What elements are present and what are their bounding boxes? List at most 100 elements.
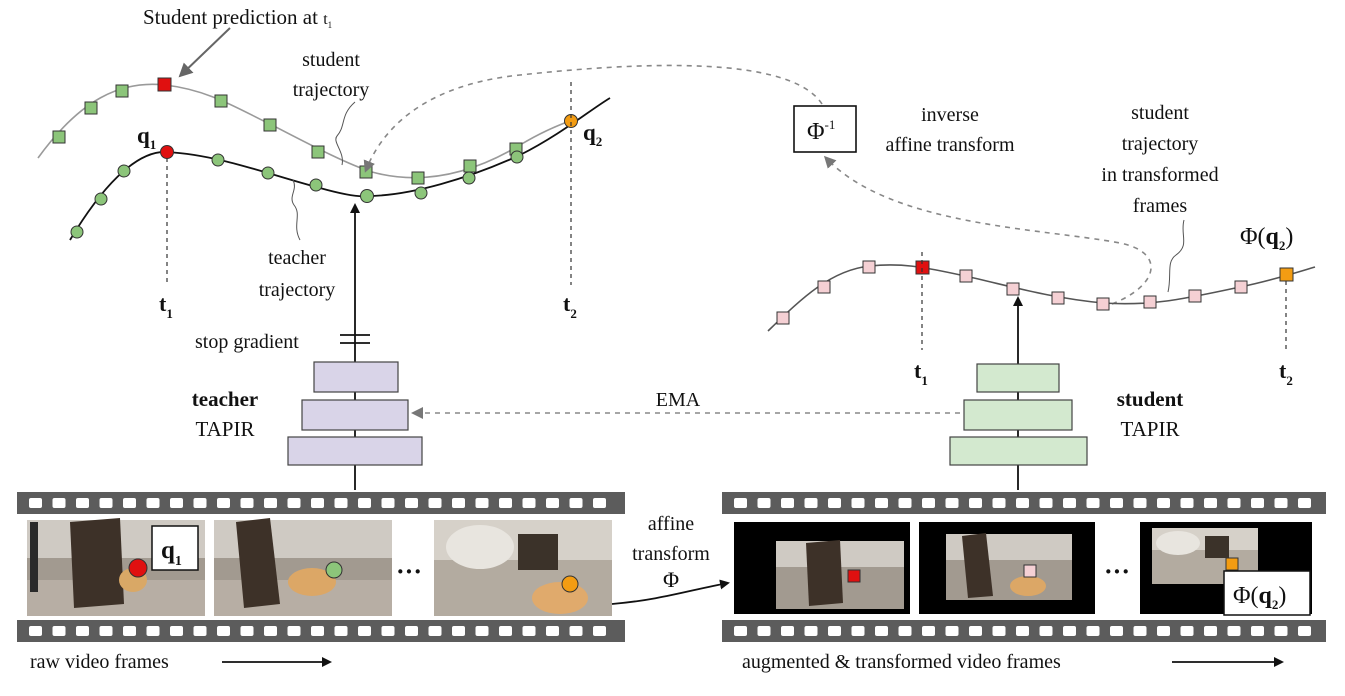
film-perforation — [569, 626, 583, 636]
film-perforation — [29, 498, 42, 508]
film-perforation — [99, 626, 113, 636]
film-perforation — [405, 498, 418, 508]
film-perforation — [1204, 498, 1217, 508]
film-perforation — [287, 498, 301, 508]
phi-q2-label: Φ(q2) — [1240, 224, 1293, 253]
film-perforation — [123, 626, 136, 636]
film-perforation — [99, 498, 113, 508]
student-trajectory-label-1: student — [302, 49, 360, 71]
aug-frame-1 — [734, 522, 910, 614]
film-perforation — [170, 498, 183, 508]
film-perforation — [734, 498, 747, 508]
raw-frames: q1 ··· — [27, 518, 612, 616]
augmented-frames: Φ(q2) ··· — [734, 522, 1312, 616]
t1-label: t1 — [159, 291, 173, 321]
film-perforation — [264, 498, 277, 508]
film-perforation — [170, 626, 183, 636]
teacher-layer-2 — [301, 399, 409, 431]
teacher-trajectory-label-1: teacher — [268, 247, 326, 269]
student-layer-3 — [949, 436, 1088, 466]
film-perforation — [146, 498, 160, 508]
film-perforation — [945, 498, 959, 508]
aug-frame-3: Φ(q2) — [1140, 522, 1312, 616]
film-perforation — [969, 626, 982, 636]
film-perforation — [1039, 498, 1053, 508]
film-perforation — [992, 626, 1006, 636]
film-perforation — [1063, 626, 1076, 636]
right-traj-label-1: student — [1131, 102, 1189, 124]
film-perforation — [546, 498, 559, 508]
film-perforation — [1274, 498, 1288, 508]
film-perforation — [1063, 498, 1076, 508]
film-perforation — [1180, 626, 1194, 636]
aug-ellipsis: ··· — [1104, 557, 1130, 586]
film-perforation — [828, 626, 841, 636]
raw-film-strip — [17, 492, 625, 642]
film-perforation — [757, 626, 771, 636]
film-perforation — [898, 498, 912, 508]
film-perforation — [757, 498, 771, 508]
teacher-tapir-label: TAPIR — [196, 417, 255, 441]
film-perforation — [1227, 626, 1241, 636]
raw-frame-1: q1 — [27, 518, 205, 616]
film-perforation — [922, 498, 935, 508]
film-perforation — [358, 498, 371, 508]
raw-caption: raw video frames — [30, 651, 169, 673]
film-perforation — [123, 498, 136, 508]
film-perforation — [781, 498, 794, 508]
film-perforation — [1204, 626, 1217, 636]
film-perforation — [945, 626, 959, 636]
film-perforation — [29, 626, 42, 636]
affine-symbol: Φ — [663, 567, 679, 592]
film-perforation — [1016, 498, 1029, 508]
film-perforation — [969, 498, 982, 508]
film-perforation — [593, 626, 606, 636]
transformed-trajectory — [767, 219, 1316, 352]
film-perforation — [992, 498, 1006, 508]
film-perforation — [428, 626, 442, 636]
film-perforation — [334, 626, 348, 636]
film-perforation — [146, 626, 160, 636]
affine-label-2: transform — [632, 543, 710, 565]
student-label: student — [1117, 387, 1184, 411]
ema-label: EMA — [656, 389, 701, 411]
film-perforation — [240, 498, 254, 508]
film-perforation — [1133, 626, 1147, 636]
film-perforation — [52, 626, 66, 636]
film-perforation — [1133, 498, 1147, 508]
inverse-transform-arc — [363, 64, 823, 173]
film-perforation — [311, 498, 324, 508]
film-perforation — [1251, 626, 1264, 636]
raw-ellipsis: ··· — [396, 557, 422, 586]
film-perforation — [522, 626, 536, 636]
student-trajectory-label-2: trajectory — [293, 79, 370, 101]
film-perforation — [1251, 498, 1264, 508]
film-perforation — [522, 498, 536, 508]
film-perforation — [898, 626, 912, 636]
inverse-label-2: affine transform — [885, 134, 1014, 156]
teacher-trajectory-line — [69, 97, 611, 241]
inverse-symbol: Φ-1 — [807, 117, 835, 145]
teacher-layer-3 — [287, 436, 423, 466]
teacher-trajectory-label-2: trajectory — [259, 279, 336, 301]
film-perforation — [358, 626, 371, 636]
inverse-transform-box — [793, 105, 857, 153]
t2-label: t2 — [563, 291, 577, 321]
film-perforation — [76, 626, 89, 636]
right-traj-label-3: in transformed — [1101, 164, 1218, 186]
film-perforation — [1039, 626, 1053, 636]
affine-label-1: affine — [648, 513, 694, 535]
film-perforation — [499, 626, 512, 636]
film-perforation — [217, 626, 230, 636]
film-perforation — [287, 626, 301, 636]
student-layer-1 — [976, 363, 1060, 393]
teacher-label: teacher — [192, 387, 258, 411]
student-layer-2 — [963, 399, 1073, 431]
film-perforation — [1110, 626, 1123, 636]
film-perforation — [193, 498, 207, 508]
film-perforation — [851, 498, 865, 508]
film-perforation — [381, 626, 395, 636]
film-perforation — [1298, 626, 1311, 636]
teacher-student-trajectories — [37, 27, 611, 285]
